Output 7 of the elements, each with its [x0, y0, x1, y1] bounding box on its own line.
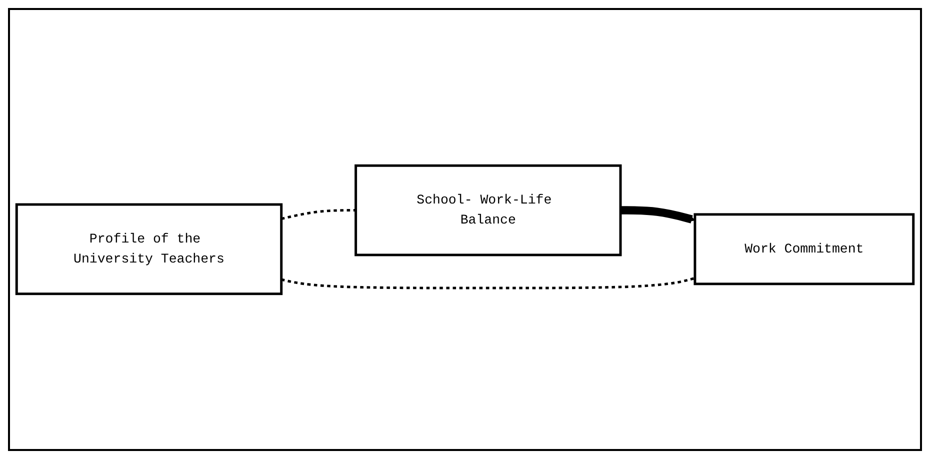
node-box: [354, 164, 622, 256]
node-box: [15, 203, 283, 295]
frame-border: Profile of the University Teachers School- Work-Life Balance Work Commitment: [8, 8, 922, 451]
arrow: [620, 206, 696, 224]
node-box: [694, 212, 915, 285]
connector: [281, 276, 696, 290]
connector: [281, 208, 356, 220]
